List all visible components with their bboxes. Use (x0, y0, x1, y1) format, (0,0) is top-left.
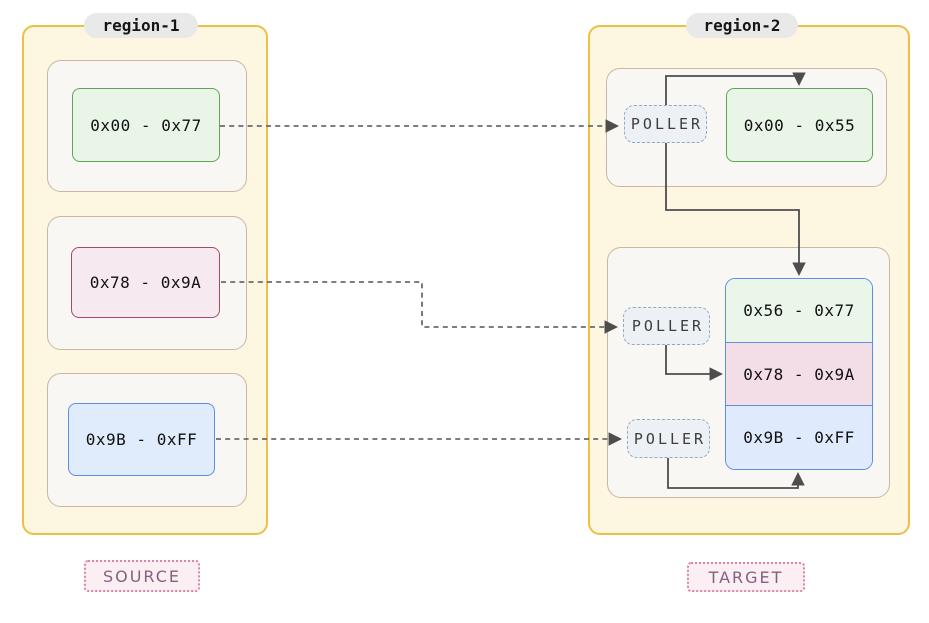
region-1-label: region-1 (84, 13, 198, 38)
target-badge: TARGET (687, 562, 805, 592)
dashed-edge-src2-to-poller2 (221, 281, 619, 334)
target-segment-0x56-0x77: 0x56 - 0x77 (726, 279, 872, 343)
source-badge: SOURCE (84, 560, 200, 592)
source-block-0x9B-0xFF: 0x9B - 0xFF (68, 403, 215, 476)
poller-node-1: POLLER (624, 105, 707, 143)
poller-node-3: POLLER (627, 419, 710, 458)
source-block-0x78-0x9A: 0x78 - 0x9A (71, 247, 220, 318)
region-2-label: region-2 (686, 13, 798, 38)
target-segment-0x78-0x9A: 0x78 - 0x9A (726, 342, 872, 407)
poller-node-2: POLLER (623, 307, 710, 345)
source-block-0x00-0x77: 0x00 - 0x77 (72, 88, 220, 162)
target-segment-0x9B-0xFF: 0x9B - 0xFF (726, 406, 872, 469)
target-stacked-block: 0x56 - 0x77 0x78 - 0x9A 0x9B - 0xFF (725, 278, 873, 470)
target-block-0x00-0x55: 0x00 - 0x55 (726, 88, 873, 162)
